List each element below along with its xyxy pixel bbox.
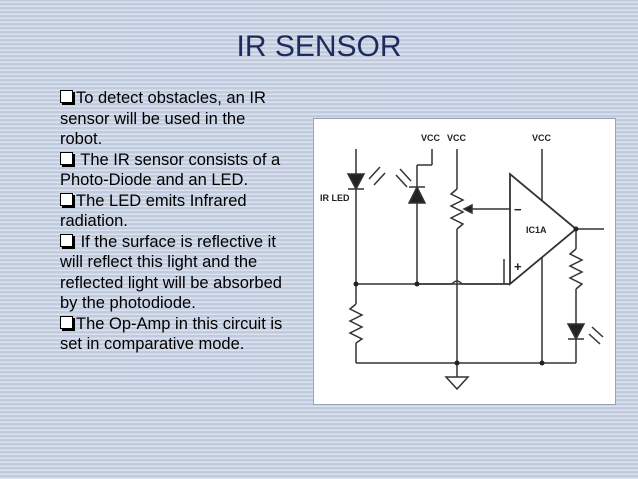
photodiode-icon bbox=[407, 185, 427, 204]
bullet-item: The IR sensor consists of a Photo-Diode … bbox=[60, 150, 285, 191]
output-led-icon bbox=[566, 323, 586, 341]
bullet-text: If the surface is reflective it will ref… bbox=[60, 232, 282, 313]
checkbox-bullet-icon bbox=[60, 192, 73, 206]
bullet-list: To detect obstacles, an IR sensor will b… bbox=[60, 88, 285, 355]
circuit-svg: VCC VCC VCC IR LED IC1A − + bbox=[320, 133, 604, 391]
bullet-item: If the surface is reflective it will ref… bbox=[60, 232, 285, 314]
bullet-text: The LED emits Infrared radiation. bbox=[60, 191, 247, 231]
bullet-item: The LED emits Infrared radiation. bbox=[60, 191, 285, 232]
bullet-text: To detect obstacles, an IR sensor will b… bbox=[60, 89, 266, 148]
vcc-label: VCC bbox=[421, 133, 441, 143]
output-resistor-icon bbox=[568, 248, 584, 290]
ic-label: IC1A bbox=[526, 225, 547, 235]
ir-led-label: IR LED bbox=[320, 193, 350, 203]
potentiometer-icon bbox=[449, 188, 465, 230]
ground-icon bbox=[444, 376, 470, 391]
checkbox-bullet-icon bbox=[60, 90, 73, 103]
resistor-icon bbox=[348, 303, 364, 344]
vcc-label: VCC bbox=[532, 133, 552, 143]
vcc-label: VCC bbox=[447, 133, 467, 143]
op-amp-icon bbox=[509, 172, 578, 286]
checkbox-bullet-icon bbox=[60, 151, 73, 165]
slide-title: IR SENSOR bbox=[236, 30, 402, 63]
plus-sign: + bbox=[514, 259, 522, 274]
bullet-item: The Op-Amp in this circuit is set in com… bbox=[60, 314, 285, 355]
checkbox-bullet-icon bbox=[60, 233, 73, 247]
bullet-text: The Op-Amp in this circuit is set in com… bbox=[60, 314, 283, 354]
checkbox-bullet-icon bbox=[60, 315, 73, 329]
bullet-text: The IR sensor consists of a Photo-Diode … bbox=[60, 150, 281, 190]
circuit-diagram: VCC VCC VCC IR LED IC1A − + bbox=[313, 118, 616, 405]
bullet-item: To detect obstacles, an IR sensor will b… bbox=[60, 88, 285, 150]
ir-led-icon bbox=[346, 173, 366, 191]
minus-sign: − bbox=[514, 202, 522, 217]
